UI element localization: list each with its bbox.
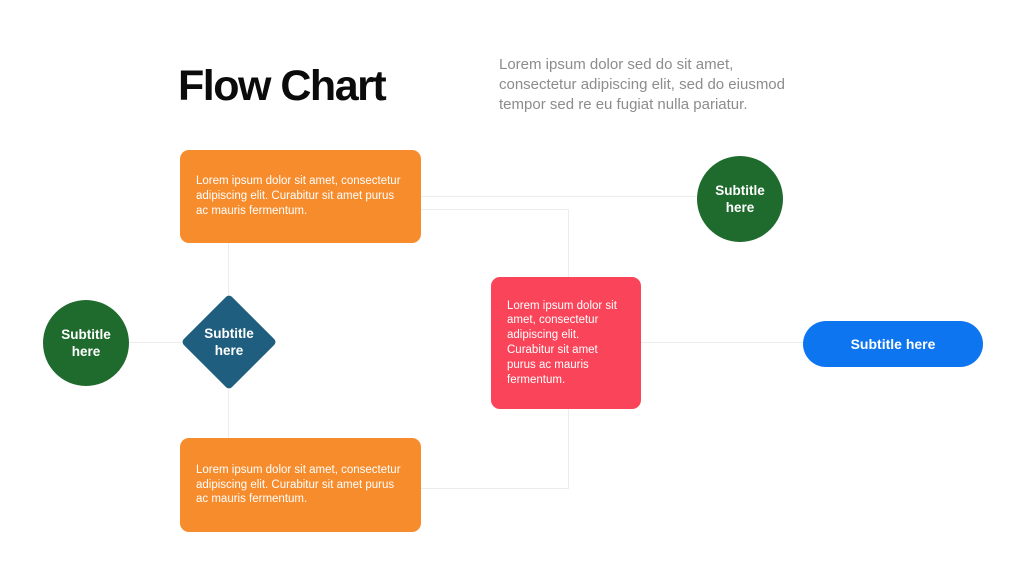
process-top-text: Lorem ipsum dolor sit amet, consectetur … [196,175,401,217]
page-title: Flow Chart [178,62,387,110]
detail-center-box[interactable]: Lorem ipsum dolor sit amet, consectetur … [491,277,641,409]
cta-right-pill[interactable]: Subtitle here [803,321,983,367]
connector-circle-to-diamond [126,342,181,343]
decision-diamond[interactable]: Subtitle here [180,293,278,391]
end-top-right-circle[interactable]: Subtitle here [697,156,783,242]
slide-description: Lorem ipsum dolor sed do sit amet, conse… [499,56,785,113]
connector-red-box-to-bottom-box-vertical [568,409,569,489]
start-left-label: Subtitle here [61,327,111,359]
connector-top-box-to-red-box-vertical [568,209,569,277]
decision-label: Subtitle here [204,326,254,358]
process-top-box[interactable]: Lorem ipsum dolor sit amet, consectetur … [180,150,421,243]
cta-right-label: Subtitle here [850,336,936,352]
connector-top-box-to-circle [421,196,697,197]
end-top-right-label: Subtitle here [715,183,765,215]
detail-center-text: Lorem ipsum dolor sit amet, consectetur … [507,299,617,386]
process-bottom-text: Lorem ipsum dolor sit amet, consectetur … [196,463,401,506]
process-bottom-box[interactable]: Lorem ipsum dolor sit amet, consectetur … [180,438,421,532]
connector-diamond-to-top-box [228,243,229,295]
connector-red-box-to-bottom-box-horizontal [421,488,569,489]
connector-red-box-to-pill [641,342,803,343]
decision-label-wrap: Subtitle here [181,294,277,390]
connector-diamond-to-bottom-box [228,390,229,438]
connector-top-box-to-red-box-horizontal [421,209,569,210]
start-left-circle[interactable]: Subtitle here [43,300,129,386]
